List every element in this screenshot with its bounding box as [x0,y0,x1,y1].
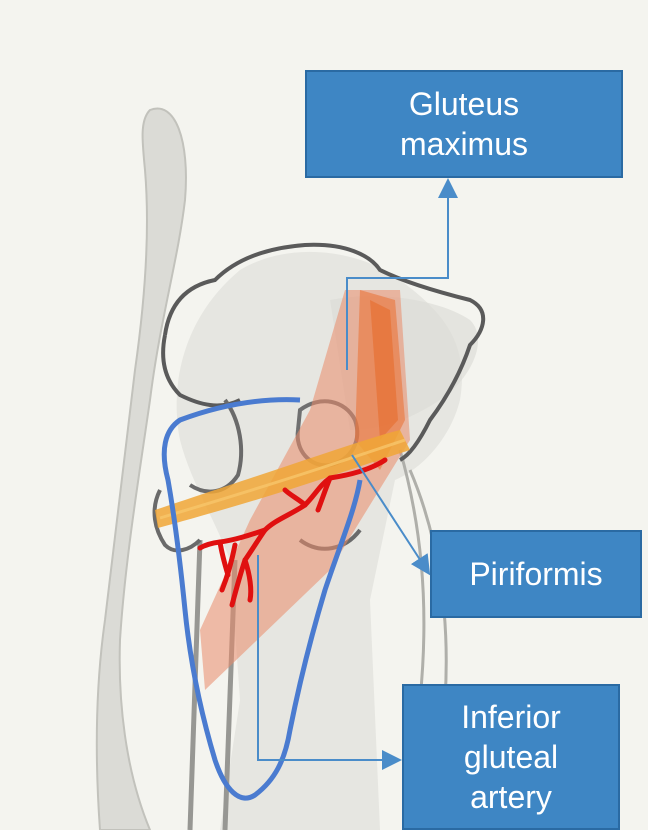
piriformis-label: Piriformis [430,530,642,618]
inferior-label-line1: Inferior [461,697,561,737]
gluteus-maximus-label: Gluteus maximus [305,70,623,178]
inferior-label-line3: artery [470,777,552,817]
inferior-label-line2: gluteal [464,737,558,777]
inferior-gluteal-artery-label: Inferior gluteal artery [402,684,620,830]
piriformis-label-line1: Piriformis [469,554,602,594]
gluteus-label-line1: Gluteus [409,84,519,124]
gluteus-label-line2: maximus [400,124,528,164]
